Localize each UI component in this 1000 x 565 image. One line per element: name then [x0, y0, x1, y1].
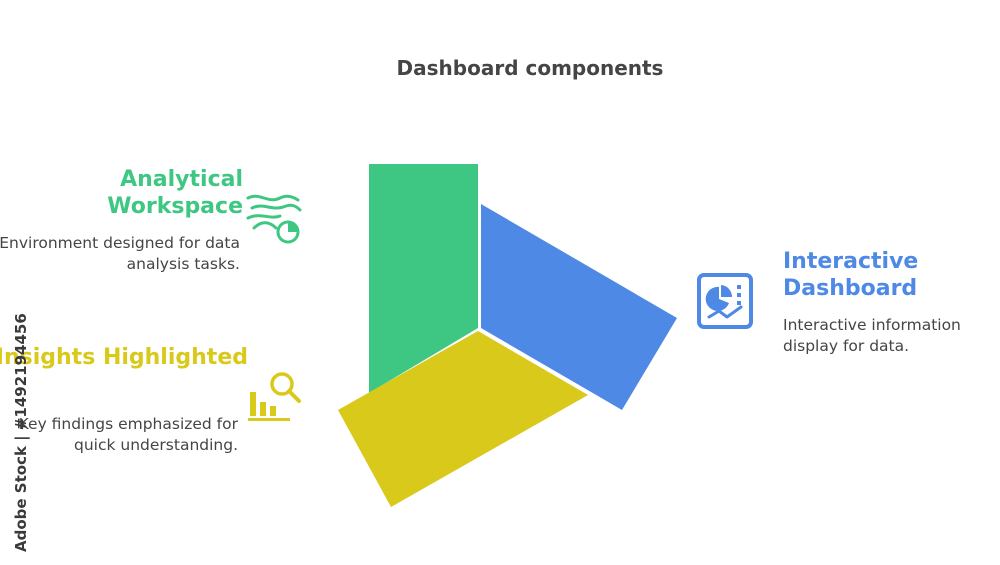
analytics-flow-icon [246, 194, 302, 244]
stock-watermark-id: Adobe Stock | #1492194456 [12, 313, 30, 552]
interactive-dashboard-description: Interactive information display for data… [783, 316, 961, 355]
analytical-workspace-description: Environment designed for data analysis t… [0, 234, 240, 273]
bar-chart-search-icon [248, 372, 301, 421]
analytical-workspace-heading: Analytical Workspace [107, 167, 243, 219]
segment-interactive-dashboard [481, 204, 677, 410]
diagram-title: Dashboard components [396, 56, 664, 80]
segment-insights-highlighted [338, 331, 588, 507]
segment-analytical-workspace [369, 164, 478, 393]
insights-highlighted-description: Key findings emphasized for quick unders… [18, 415, 238, 454]
interactive-dashboard-heading: Interactive Dashboard [783, 249, 919, 301]
insights-highlighted-heading: Insights Highlighted [0, 345, 248, 370]
dashboard-screen-icon [697, 273, 753, 329]
